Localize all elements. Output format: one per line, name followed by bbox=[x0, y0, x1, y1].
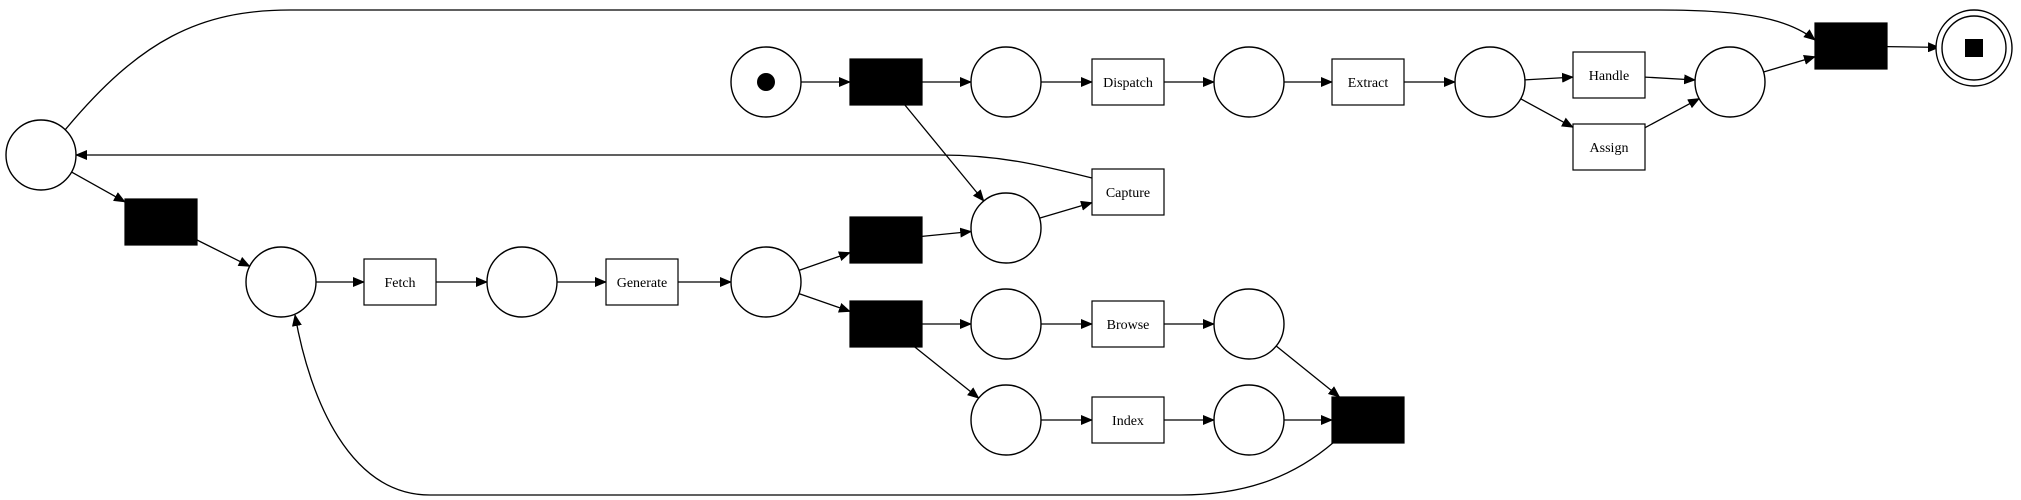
transition-box bbox=[605, 258, 679, 306]
transition-label: Capture bbox=[1106, 186, 1150, 201]
transition-t_silent_join bbox=[1331, 396, 1405, 444]
transition-label: Handle bbox=[1589, 69, 1629, 84]
place-p_fetch_out bbox=[486, 246, 558, 318]
transition-box bbox=[1091, 396, 1165, 444]
place-p_index_out bbox=[1213, 384, 1285, 456]
transition-t_silent_split bbox=[849, 300, 923, 348]
place-circle bbox=[1694, 46, 1766, 118]
silent-transition-box bbox=[1331, 396, 1405, 444]
place-p_dispatch_in bbox=[970, 46, 1042, 118]
place-circle bbox=[970, 192, 1042, 264]
silent-transition-box bbox=[849, 300, 923, 348]
place-circle bbox=[486, 246, 558, 318]
end-square-icon bbox=[1965, 39, 1983, 57]
place-p_source bbox=[730, 46, 802, 118]
transition-box bbox=[363, 258, 437, 306]
transition-t_handle: Handle bbox=[1572, 51, 1646, 99]
transition-box bbox=[1572, 51, 1646, 99]
place-p_capture_in bbox=[970, 192, 1042, 264]
start-token-icon bbox=[757, 73, 775, 91]
place-circle bbox=[970, 384, 1042, 456]
arc-p_gen_out-to-t_silent_capture bbox=[798, 251, 851, 272]
silent-transition-box bbox=[849, 216, 923, 264]
place-circle bbox=[1213, 46, 1285, 118]
place-p_sink bbox=[1935, 9, 2013, 87]
nodes-layer: Fetch Generate Dispatch Extract HandleAssign… bbox=[5, 9, 2013, 456]
silent-transition-box bbox=[124, 198, 198, 246]
place-circle bbox=[730, 246, 802, 318]
transition-label: Generate bbox=[617, 276, 668, 291]
arc-p_capture_in-to-t_capture bbox=[1039, 200, 1093, 219]
transition-t_silent_start bbox=[849, 58, 923, 106]
transition-label: Extract bbox=[1348, 76, 1389, 91]
place-circle bbox=[970, 288, 1042, 360]
silent-transition-box bbox=[1814, 22, 1888, 70]
transition-box bbox=[1091, 300, 1165, 348]
transition-label: Assign bbox=[1590, 141, 1629, 156]
transition-box bbox=[1572, 123, 1646, 171]
arc-p_extract_out-to-t_assign bbox=[1520, 98, 1574, 128]
arc-p_browse_out-to-t_silent_join bbox=[1275, 345, 1341, 398]
arc-t_silent_join-to-p_fetch_in bbox=[291, 314, 1335, 496]
arc-t_silent_end-to-p_sink bbox=[1886, 42, 1940, 53]
arc-p_extract_out-to-t_handle bbox=[1524, 72, 1574, 83]
transition-t_index: Index bbox=[1091, 396, 1165, 444]
transition-t_generate: Generate bbox=[605, 258, 679, 306]
arc-t_silent_start-to-p_capture_in bbox=[904, 104, 985, 202]
place-circle bbox=[970, 46, 1042, 118]
transition-t_fetch: Fetch bbox=[363, 258, 437, 306]
place-p_handle_out bbox=[1694, 46, 1766, 118]
transition-label: Browse bbox=[1107, 318, 1150, 333]
place-p_fetch_in bbox=[245, 246, 317, 318]
place-circle bbox=[5, 119, 77, 191]
place-p_browse_in bbox=[970, 288, 1042, 360]
transition-t_extract: Extract bbox=[1331, 58, 1405, 106]
transition-t_silent_end bbox=[1814, 22, 1888, 70]
arc-p_gen_out-to-t_silent_split bbox=[798, 292, 851, 313]
transition-t_assign: Assign bbox=[1572, 123, 1646, 171]
place-p_loop bbox=[5, 119, 77, 191]
place-circle bbox=[1213, 384, 1285, 456]
arc-p_loop-to-t_silent_end bbox=[64, 9, 1816, 131]
transition-box bbox=[1331, 58, 1405, 106]
arc-t_handle-to-p_handle_out bbox=[1644, 74, 1697, 85]
silent-transition-box bbox=[849, 58, 923, 106]
arc-p_loop-to-t_silent_loop bbox=[71, 171, 126, 203]
transition-t_browse: Browse bbox=[1091, 300, 1165, 348]
arc-t_assign-to-p_handle_out bbox=[1644, 98, 1701, 129]
place-circle bbox=[1213, 288, 1285, 360]
arc-t_silent_loop-to-p_fetch_in bbox=[196, 239, 251, 267]
place-p_dispatch_out bbox=[1213, 46, 1285, 118]
transition-box bbox=[1091, 58, 1165, 106]
place-p_extract_out bbox=[1454, 46, 1526, 118]
transition-t_silent_capture bbox=[849, 216, 923, 264]
place-circle bbox=[245, 246, 317, 318]
arc-t_silent_capture-to-p_capture_in bbox=[921, 227, 973, 238]
transition-label: Index bbox=[1112, 414, 1144, 429]
transition-label: Fetch bbox=[384, 276, 415, 291]
transition-label: Dispatch bbox=[1103, 76, 1153, 91]
place-p_gen_out bbox=[730, 246, 802, 318]
transition-t_silent_loop bbox=[124, 198, 198, 246]
place-p_index_in bbox=[970, 384, 1042, 456]
arcs-layer bbox=[64, 9, 1940, 496]
arc-t_silent_split-to-p_index_in bbox=[914, 346, 980, 399]
transition-t_dispatch: Dispatch bbox=[1091, 58, 1165, 106]
place-circle bbox=[1454, 46, 1526, 118]
transition-t_capture: Capture bbox=[1091, 168, 1165, 216]
arc-p_handle_out-to-t_silent_end bbox=[1763, 55, 1816, 73]
transition-box bbox=[1091, 168, 1165, 216]
arc-t_capture-to-p_loop bbox=[75, 150, 1093, 179]
place-p_browse_out bbox=[1213, 288, 1285, 360]
